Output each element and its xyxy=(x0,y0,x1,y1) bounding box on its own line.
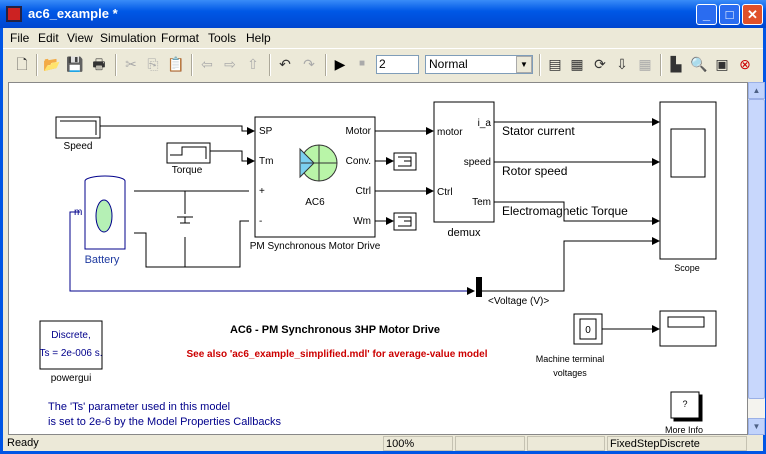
svg-text:Wm: Wm xyxy=(353,216,371,227)
simulation-mode-value: Normal xyxy=(429,57,468,71)
voltage-scope-block xyxy=(659,310,717,347)
svg-text:Tm: Tm xyxy=(259,156,273,167)
ts-note-line1: The 'Ts' parameter used in this model xyxy=(48,401,230,413)
svg-text:motor: motor xyxy=(437,127,463,138)
menu-edit[interactable]: Edit xyxy=(38,31,59,45)
cut-icon[interactable]: ✂ xyxy=(125,56,137,72)
menu-tools[interactable]: Tools xyxy=(208,31,237,45)
vertical-scrollbar[interactable]: ▲ ▼ xyxy=(748,82,765,435)
up-icon[interactable]: ⇧ xyxy=(247,56,259,72)
title-bar: ac6_example * _ □ ✕ xyxy=(0,0,766,28)
demux-block xyxy=(433,101,495,223)
svg-text:Ctrl: Ctrl xyxy=(355,186,371,197)
scroll-up-icon[interactable]: ▲ xyxy=(748,82,765,99)
svg-text:Motor: Motor xyxy=(345,126,371,137)
status-bar: Ready 100% FixedStepDiscrete xyxy=(3,435,763,453)
signal-em-torque: Electromagnetic Torque xyxy=(502,204,628,218)
profiler-icon[interactable]: ⊗ xyxy=(739,56,751,72)
debugger-icon[interactable]: ▣ xyxy=(715,56,729,72)
mux-bar xyxy=(476,277,482,297)
signal-stator-current: Stator current xyxy=(502,124,575,138)
model-explorer-icon[interactable]: 🔍 xyxy=(690,56,708,72)
menu-help[interactable]: Help xyxy=(246,31,271,45)
svg-text:speed: speed xyxy=(464,157,491,168)
ts-note-line2: is set to 2e-6 by the Model Properties C… xyxy=(48,416,281,428)
toolbar: 🗋 📂 💾 🖶 ✂ ⎘ 📋 ⇦ ⇨ ⇧ ↶ ↷ ▶ ■ ▤ ▦ ⟳ ⇩ ▦ ▙ … xyxy=(3,48,763,79)
disabled-build-icon[interactable]: ▦ xyxy=(638,56,652,72)
save-icon[interactable]: 💾 xyxy=(66,56,84,72)
menu-view[interactable]: View xyxy=(67,31,93,45)
open-icon[interactable]: 📂 xyxy=(43,56,61,72)
build-icon[interactable]: ▤ xyxy=(548,56,562,72)
demux-label: demux xyxy=(447,227,481,239)
svg-text:voltages: voltages xyxy=(553,368,587,378)
more-info-label: More Info xyxy=(665,425,703,435)
undo-icon[interactable]: ↶ xyxy=(279,56,291,72)
torque-label: Torque xyxy=(172,165,203,176)
chevron-down-icon[interactable]: ▼ xyxy=(516,56,532,73)
new-model-icon[interactable]: 🗋 xyxy=(16,56,28,72)
model-canvas[interactable]: Speed Torque Battery m SP Tm + - Motor C… xyxy=(8,82,748,435)
print-icon[interactable]: 🖶 xyxy=(92,56,106,72)
torque-block xyxy=(166,142,211,164)
svg-text:+: + xyxy=(259,186,265,197)
library-browser-icon[interactable]: ▙ xyxy=(670,56,682,72)
maximize-button[interactable]: □ xyxy=(719,4,740,25)
scope-label: Scope xyxy=(674,263,700,273)
powergui-block xyxy=(39,320,103,370)
copy-icon[interactable]: ⎘ xyxy=(147,56,159,72)
menu-format[interactable]: Format xyxy=(161,31,200,45)
speed-label: Speed xyxy=(64,141,93,152)
svg-text:Discrete,: Discrete, xyxy=(51,330,90,341)
start-simulation-icon[interactable]: ▶ xyxy=(334,56,346,72)
update-diagram-icon[interactable]: ▦ xyxy=(570,56,584,72)
status-text: Ready xyxy=(7,437,39,449)
ac6-label: AC6 xyxy=(305,197,325,208)
drive-label: PM Synchronous Motor Drive xyxy=(250,241,381,252)
stop-time-input[interactable]: 2 xyxy=(376,55,419,74)
scroll-down-icon[interactable]: ▼ xyxy=(748,418,765,435)
speed-block xyxy=(55,116,101,139)
display-value: 0 xyxy=(585,325,591,336)
battery-label: Battery xyxy=(85,254,120,266)
svg-text:Ts = 2e-006 s.: Ts = 2e-006 s. xyxy=(39,348,102,359)
battery-port-m: m xyxy=(74,207,82,218)
see-also-note: See also 'ac6_example_simplified.mdl' fo… xyxy=(186,349,487,360)
solver-name: FixedStepDiscrete xyxy=(607,436,747,451)
svg-text:Tem: Tem xyxy=(472,197,491,208)
menu-simulation[interactable]: Simulation xyxy=(100,31,157,45)
svg-text:Machine terminal: Machine terminal xyxy=(536,354,605,364)
refresh-icon[interactable]: ⟳ xyxy=(594,56,606,72)
zoom-level: 100% xyxy=(383,436,453,451)
window-title: ac6_example * xyxy=(28,6,118,21)
simulation-mode-select[interactable]: Normal ▼ xyxy=(425,55,533,74)
svg-text:-: - xyxy=(259,216,262,227)
model-title: AC6 - PM Synchronous 3HP Motor Drive xyxy=(230,324,440,336)
more-info-block xyxy=(670,391,700,419)
scope-block xyxy=(659,101,717,260)
svg-text:?: ? xyxy=(682,399,687,409)
close-button[interactable]: ✕ xyxy=(742,4,763,25)
paste-icon[interactable]: 📋 xyxy=(167,56,185,72)
scroll-thumb[interactable] xyxy=(748,99,765,399)
svg-text:Conv.: Conv. xyxy=(346,156,371,167)
svg-text:i_a: i_a xyxy=(478,118,492,129)
menu-bar: File Edit View Simulation Format Tools H… xyxy=(3,28,763,47)
menu-file[interactable]: File xyxy=(10,31,30,45)
powergui-label: powergui xyxy=(51,373,92,384)
svg-text:SP: SP xyxy=(259,126,273,137)
back-icon[interactable]: ⇦ xyxy=(201,56,213,72)
signal-rotor-speed: Rotor speed xyxy=(502,164,567,178)
redo-icon[interactable]: ↷ xyxy=(303,56,315,72)
incremental-build-icon[interactable]: ⇩ xyxy=(616,56,628,72)
battery-icon xyxy=(84,175,126,250)
ac6-motor-icon xyxy=(299,144,338,182)
svg-text:Ctrl: Ctrl xyxy=(437,187,453,198)
simulink-app-icon xyxy=(6,6,22,22)
minimize-button[interactable]: _ xyxy=(696,4,717,25)
forward-icon[interactable]: ⇨ xyxy=(224,56,236,72)
stop-simulation-icon[interactable]: ■ xyxy=(358,58,366,69)
signal-voltage: <Voltage (V)> xyxy=(488,296,549,307)
